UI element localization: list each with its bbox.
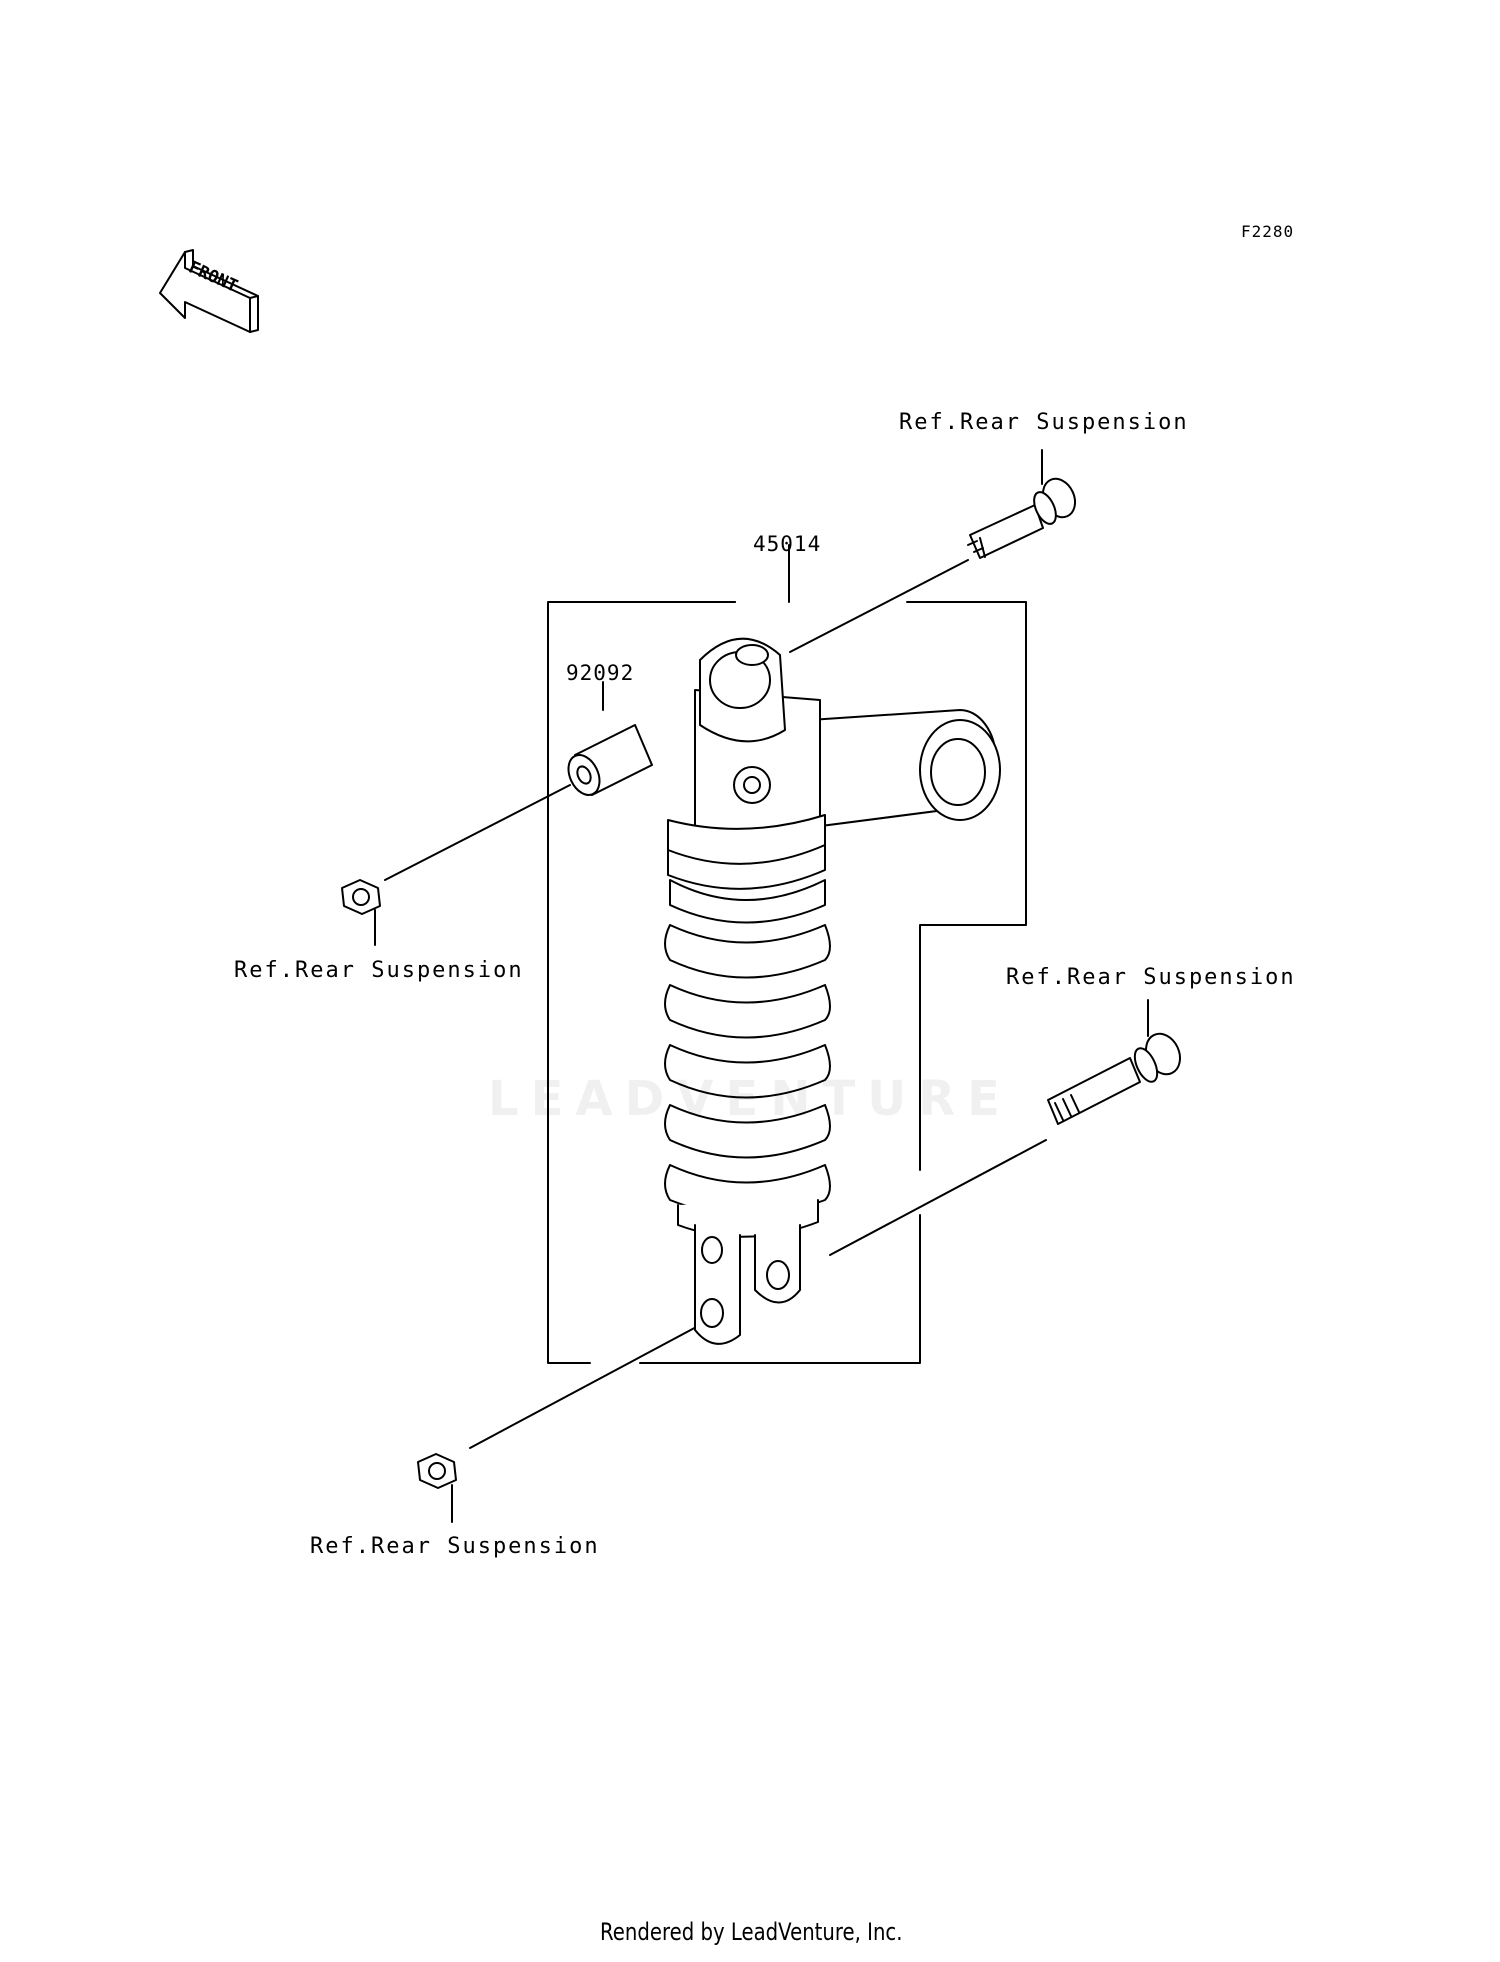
ref-label-bottom-nut[interactable]: Ref.Rear Suspension [310, 1534, 600, 1559]
footer-credit: Rendered by LeadVenture, Inc. [600, 1918, 903, 1946]
part-number-collar[interactable]: 92092 [566, 661, 635, 685]
assembly-bracket [547, 544, 1027, 1364]
collar-icon [567, 724, 653, 796]
ref-label-top-bolt[interactable]: Ref.Rear Suspension [899, 410, 1189, 435]
ref-label-left-nut[interactable]: Ref.Rear Suspension [234, 958, 524, 983]
diagram-code: F2280 [1241, 222, 1295, 241]
left-nut-icon [341, 879, 381, 915]
front-arrow-icon: FRONT [159, 249, 259, 333]
top-bolt-icon [967, 477, 1077, 559]
watermark-text: LEADVENTURE [488, 1071, 1012, 1127]
leader-lines [374, 449, 1149, 1523]
ref-label-right-bolt[interactable]: Ref.Rear Suspension [1006, 965, 1296, 990]
part-number-shock[interactable]: 45014 [753, 532, 822, 556]
shock-absorber-icon [664, 637, 1001, 1345]
bottom-nut-icon [417, 1453, 457, 1489]
right-bolt-icon [1047, 1032, 1182, 1125]
